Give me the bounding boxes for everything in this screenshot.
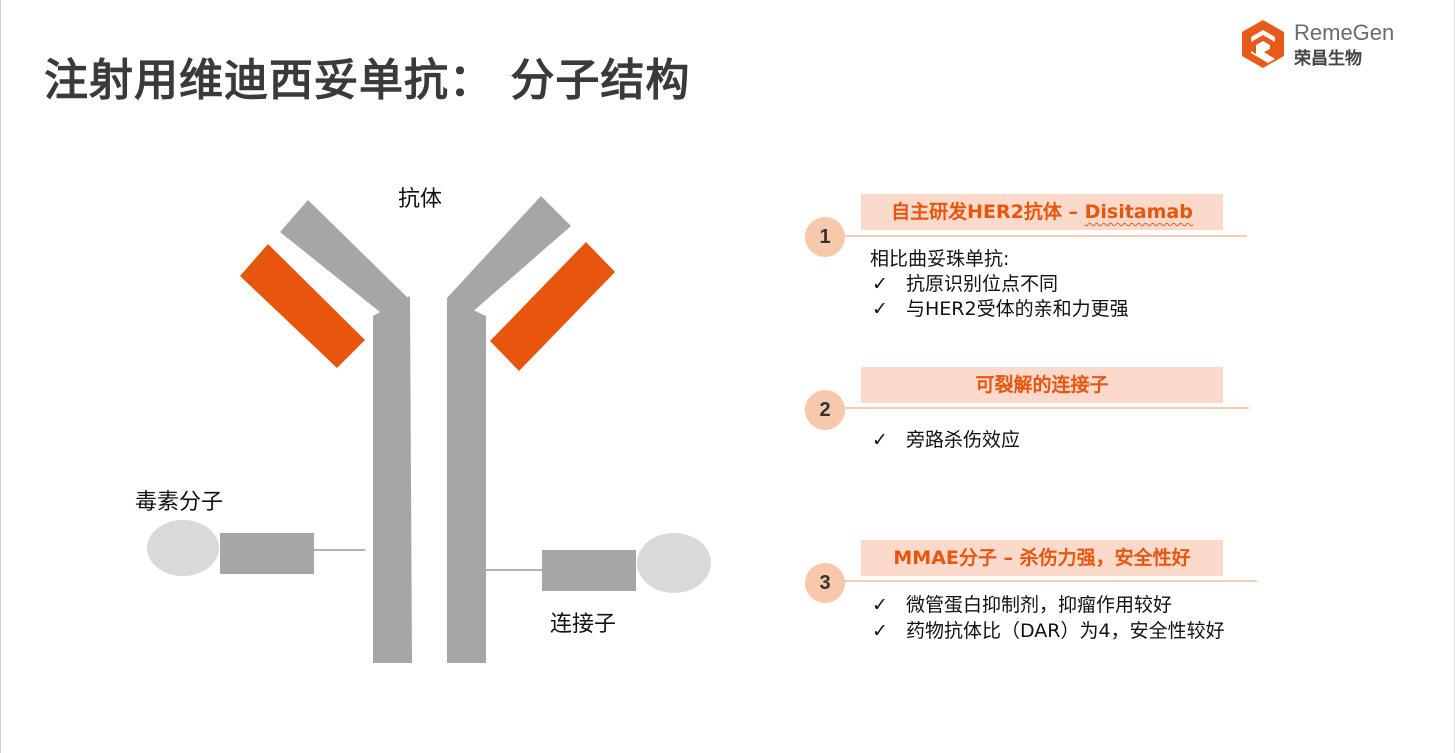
label-linker: 连接子	[550, 612, 617, 637]
left-toxin-molecule	[147, 520, 219, 576]
antibody-right-stem	[447, 298, 486, 663]
company-logo: RemeGen 荣昌生物	[1238, 18, 1408, 74]
antibody-left-arm	[280, 200, 410, 336]
point-2-rule	[843, 407, 1249, 409]
point-3-item-1-text: 微管蛋白抑制剂，抑瘤作用较好	[906, 594, 1173, 616]
remegen-logo-icon	[1242, 20, 1284, 68]
antibody-left-stem	[373, 296, 412, 663]
point-2-header: 可裂解的连接子	[861, 367, 1223, 403]
point-1-item-1-text: 抗原识别位点不同	[906, 273, 1059, 295]
logo-name-en: RemeGen	[1294, 20, 1395, 45]
point-2-item-1: ✓ 旁路杀伤效应	[872, 425, 1020, 452]
check-icon: ✓	[872, 429, 888, 451]
point-2-item-1-text: 旁路杀伤效应	[906, 429, 1021, 451]
right-linker-block	[542, 550, 636, 591]
antibody-right-arm	[447, 196, 571, 334]
antibody-left-light-chain	[240, 244, 365, 368]
point-1-header-name: Disitamab	[1084, 201, 1193, 223]
point-1-rule	[843, 235, 1247, 237]
right-toxin-molecule	[637, 533, 711, 593]
left-linker-block	[220, 533, 314, 574]
point-1-header: 自主研发HER2抗体 – Disitamab	[861, 194, 1223, 230]
check-icon: ✓	[872, 594, 888, 616]
point-3-item-2-text: 药物抗体比（DAR）为4，安全性较好	[906, 620, 1225, 642]
check-icon: ✓	[872, 273, 888, 295]
point-3-item-2: ✓ 药物抗体比（DAR）为4，安全性较好	[872, 616, 1225, 643]
check-icon: ✓	[872, 620, 888, 642]
point-1-number: 1	[805, 217, 845, 257]
point-3-header: MMAE分子 – 杀伤力强，安全性好	[861, 540, 1223, 576]
logo-name-cn: 荣昌生物	[1294, 49, 1362, 69]
label-toxin: 毒素分子	[135, 490, 224, 515]
point-2-number: 2	[805, 390, 845, 430]
point-1-item-2: ✓ 与HER2受体的亲和力更强	[872, 294, 1129, 321]
slide-left-border	[0, 0, 1, 753]
point-3-rule	[843, 580, 1257, 582]
check-icon: ✓	[872, 298, 888, 320]
label-antibody: 抗体	[398, 187, 443, 212]
point-1-item-2-text: 与HER2受体的亲和力更强	[906, 298, 1129, 320]
point-3-item-1: ✓ 微管蛋白抑制剂，抑瘤作用较好	[872, 590, 1172, 617]
antibody-right-light-chain	[490, 242, 615, 371]
page-title: 注射用维迪西妥单抗： 分子结构	[44, 55, 691, 106]
point-1-intro: 相比曲妥珠单抗:	[870, 248, 1010, 270]
point-1-item-1: ✓ 抗原识别位点不同	[872, 269, 1058, 296]
point-1-header-main: 自主研发HER2抗体 –	[891, 201, 1085, 223]
point-3-number: 3	[805, 563, 845, 603]
